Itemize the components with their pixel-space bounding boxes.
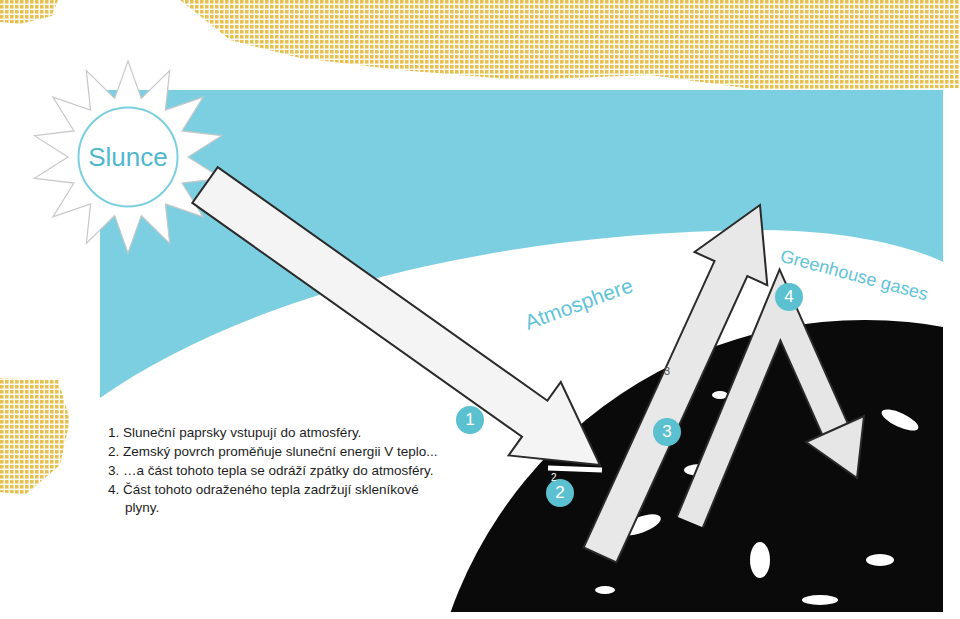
arrow-mark: 2 (551, 472, 557, 483)
trapped-heat-arrow (690, 305, 835, 522)
dotted-map (180, 0, 960, 90)
region-label: Atmosphere (521, 273, 635, 333)
dotted-map (0, 378, 70, 495)
list-item: 1. Sluneční paprsky vstupují do atmosfér… (108, 424, 453, 442)
list-item: 2. Zemský povrch proměňuje sluneční ener… (108, 443, 453, 461)
trapped-heat-arrowhead (806, 416, 864, 478)
callout-number: 1 (456, 406, 484, 434)
sun-label: Slunce (88, 142, 168, 173)
list-item: 3. …a část tohoto tepla se odráží zpátky… (108, 462, 453, 480)
callout-number: 2 (546, 479, 574, 507)
sun-circle: Slunce (77, 106, 179, 208)
dotted-map (0, 0, 58, 24)
trapped-heat-arrow (690, 305, 835, 522)
callout-number: 3 (653, 418, 681, 446)
list-item: 4. Část tohoto odraženého tepla zadržují… (108, 481, 453, 517)
callout-number: 4 (775, 283, 803, 311)
surface-arrow (548, 468, 602, 470)
arrow-mark: 3 (664, 365, 670, 377)
sun-rays (34, 61, 221, 253)
sun-rays (34, 61, 221, 253)
sun-outline (79, 108, 178, 207)
numbered-list: 1. Sluneční paprsky vstupují do atmosfér… (108, 424, 453, 518)
